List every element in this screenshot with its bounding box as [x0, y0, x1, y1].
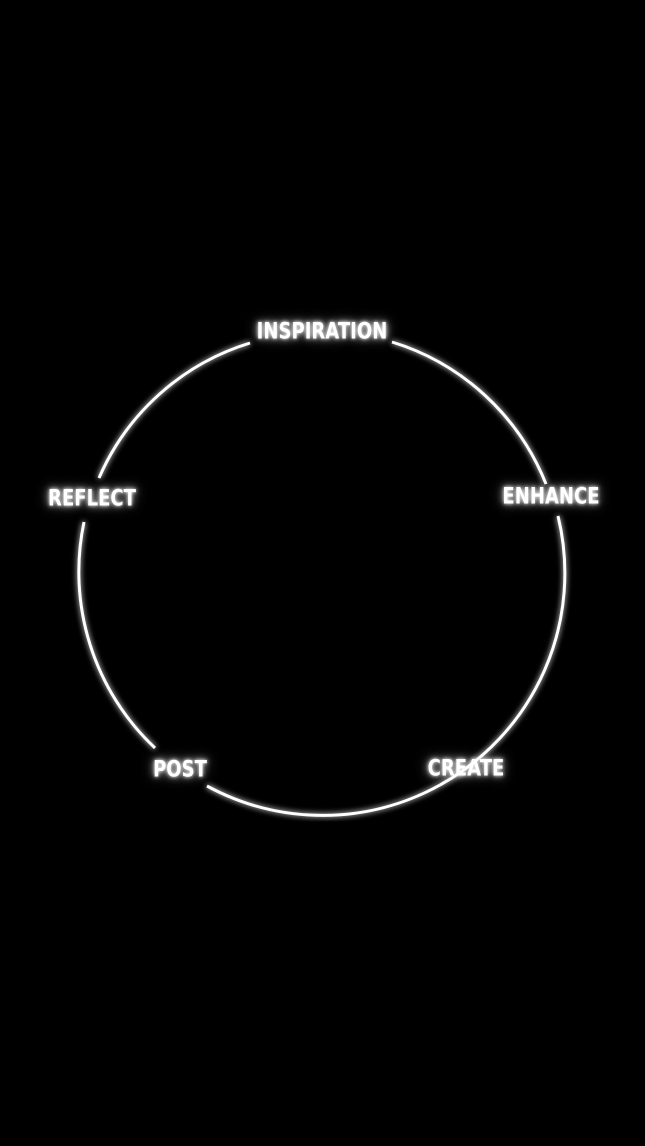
arc-reflect-inspiration	[97, 341, 251, 479]
stage-label-inspiration: INSPIRATION	[256, 319, 388, 345]
stage-label-reflect: REFLECT	[48, 486, 136, 512]
arc-post-reflect	[77, 521, 157, 750]
stage-label-enhance: ENHANCE	[502, 484, 600, 510]
arc-enhance-create	[439, 515, 567, 787]
arc-inspiration-enhance	[391, 340, 548, 485]
stage-label-create: CREATE	[427, 756, 505, 782]
stage-label-post: POST	[153, 757, 207, 783]
arc-create-post	[206, 783, 441, 817]
